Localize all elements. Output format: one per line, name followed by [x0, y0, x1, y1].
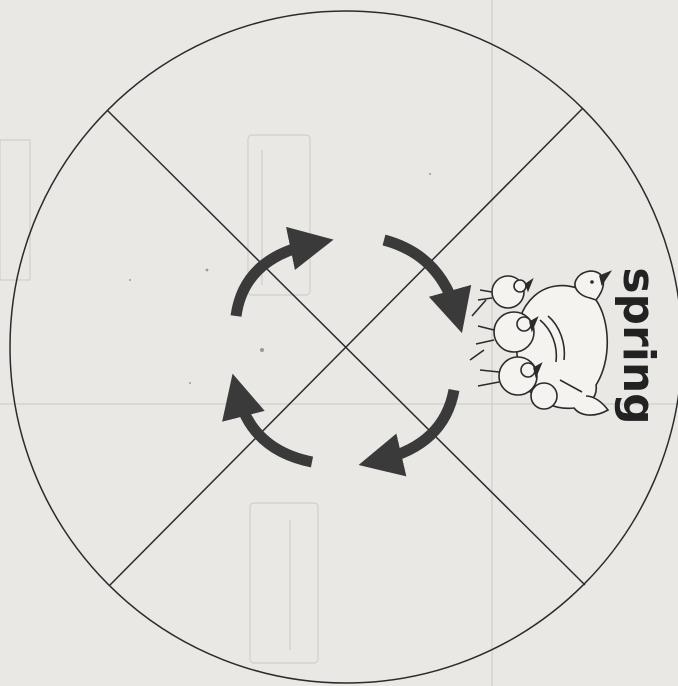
- season-label: spring: [613, 267, 664, 424]
